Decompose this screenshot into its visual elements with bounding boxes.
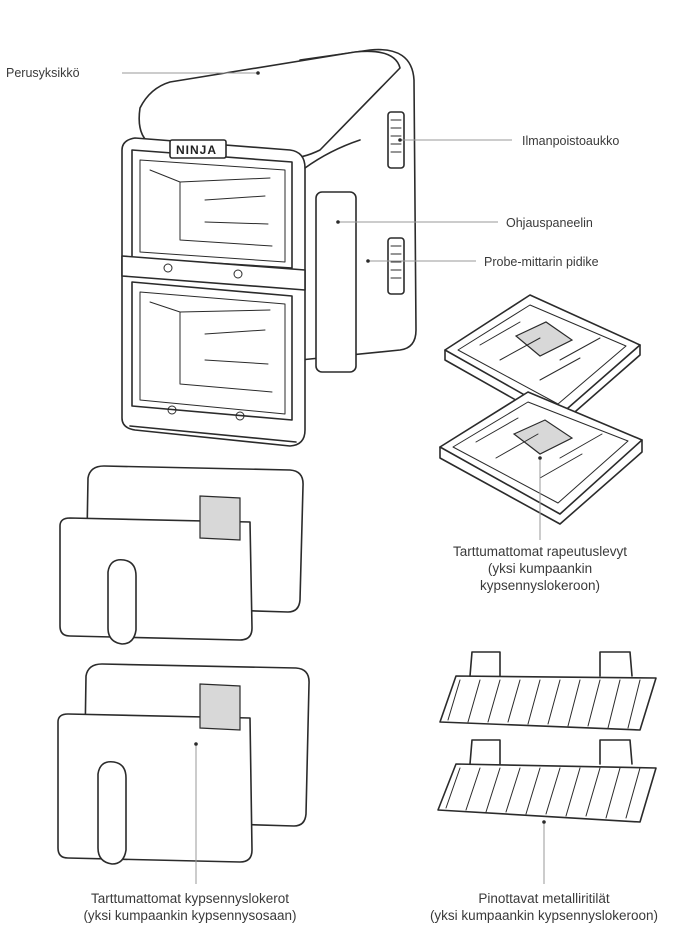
main-unit-illustration: NINJA [121,48,417,447]
leader-lines [122,71,546,884]
drawer-bottom-illustration [57,663,310,865]
rack-top-illustration [439,651,657,731]
caption-drawers: Tarttumattomat kypsennyslokerot (yksi ku… [83,891,296,923]
caption-racks-line1: Pinottavat metalliritilät [478,891,610,906]
caption-drawers-line2: (yksi kumpaankin kypsennysosaan) [83,908,296,923]
caption-crisper-plates-line2: (yksi kumpaankin [488,561,592,576]
label-probe-holder: Probe-mittarin pidike [484,255,599,269]
caption-racks: Pinottavat metalliritilät (yksi kumpaank… [430,891,658,923]
caption-racks-line2: (yksi kumpaankin kypsennyslokeroon) [430,908,658,923]
crisper-plate-bottom-illustration [439,391,643,525]
caption-drawers-line1: Tarttumattomat kypsennyslokerot [91,891,289,906]
label-main-unit: Perusyksikkö [6,66,80,80]
caption-crisper-plates-line3: kypsennyslokeroon) [480,578,600,593]
caption-crisper-plates: Tarttumattomat rapeutuslevyt (yksi kumpa… [453,544,627,593]
brand-logo-text: NINJA [176,143,217,157]
label-air-vent: Ilmanpoistoaukko [522,134,619,148]
rack-bottom-illustration [437,739,657,823]
caption-crisper-plates-line1: Tarttumattomat rapeutuslevyt [453,544,627,559]
drawer-top-illustration [59,465,304,645]
crisper-plate-top-illustration [444,294,641,426]
label-control-panel: Ohjauspaneelin [506,216,593,230]
